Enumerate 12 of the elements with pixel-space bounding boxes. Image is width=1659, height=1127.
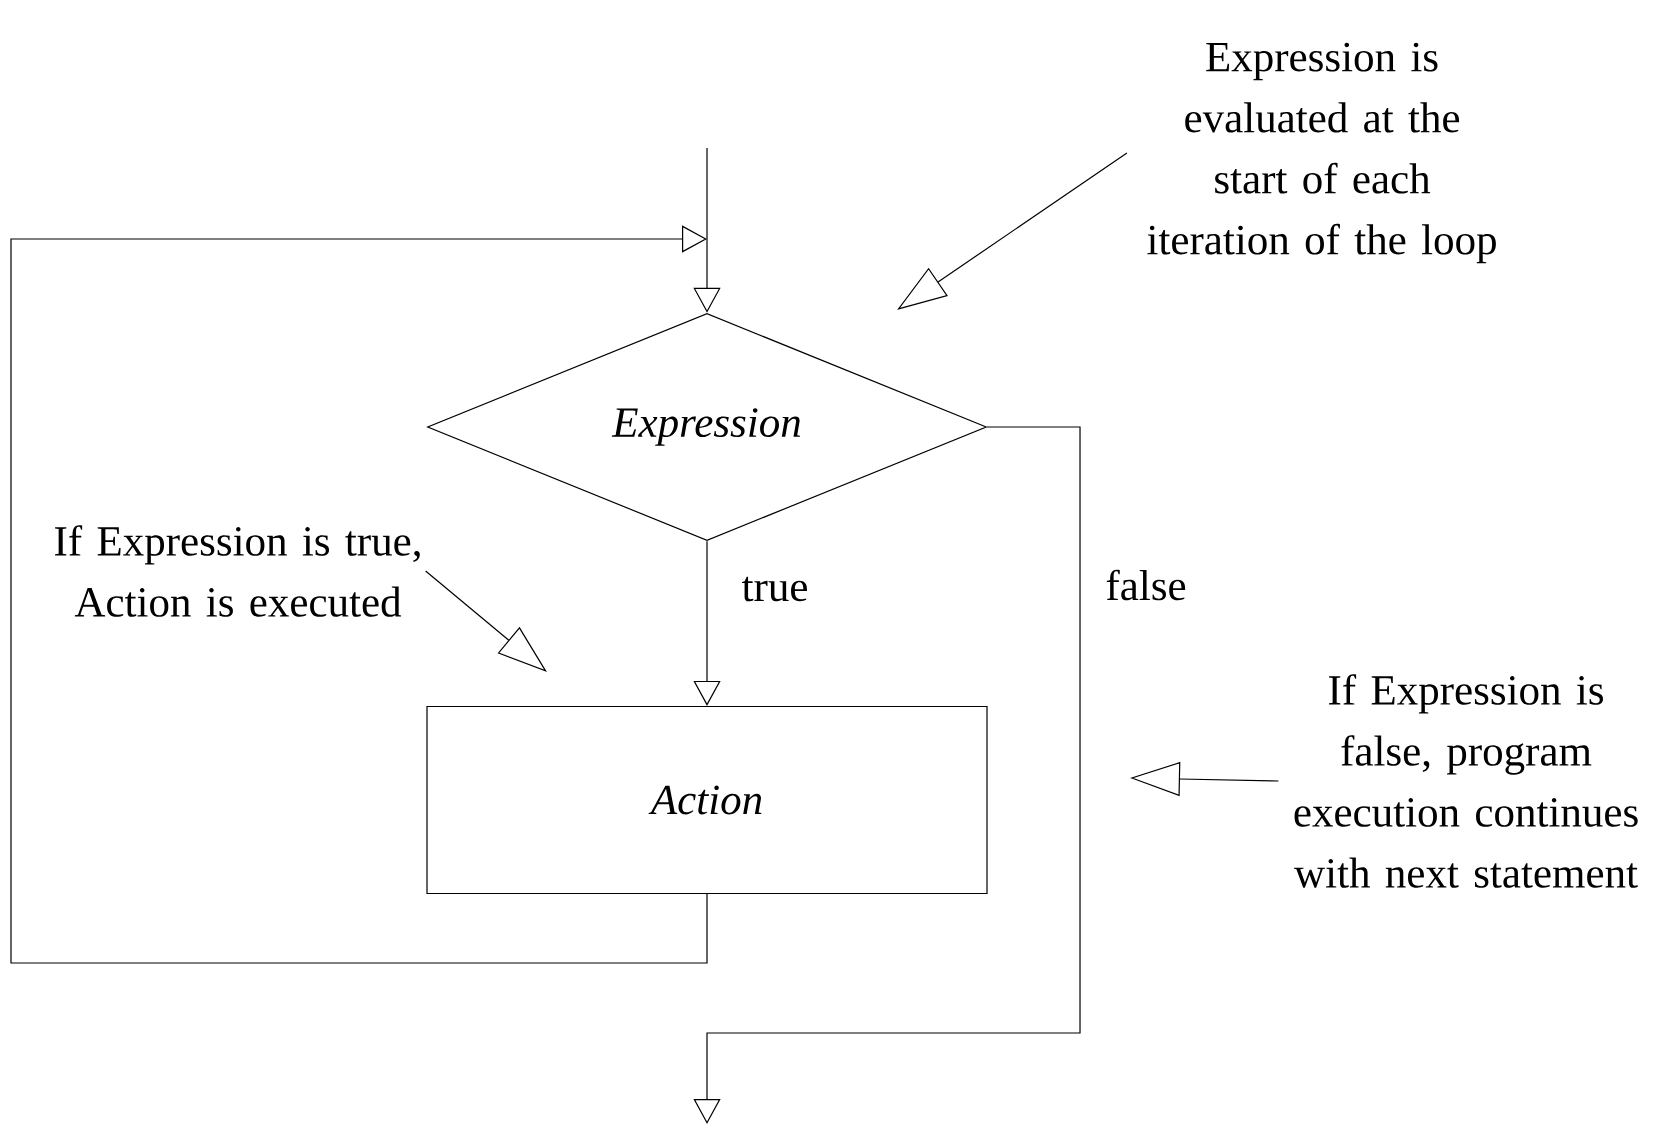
- process-box: Action: [426, 705, 988, 895]
- leader-arrow: [897, 152, 1128, 310]
- leader-arrow: [425, 570, 547, 672]
- arrow: [693, 426, 1081, 1124]
- callout-text: If Expression is true, Action is executed: [55, 525, 420, 617]
- arrow: [693, 540, 721, 706]
- arrow: [10, 225, 708, 964]
- callout-text: If Expression is false, program execution continues with next statement: [1294, 674, 1638, 888]
- edge-label: false: [1103, 567, 1189, 603]
- callout-text: Expression is evaluated at the start of each iteration of the loop: [1147, 42, 1496, 264]
- edge-label: true: [739, 574, 811, 604]
- arrow: [693, 147, 721, 313]
